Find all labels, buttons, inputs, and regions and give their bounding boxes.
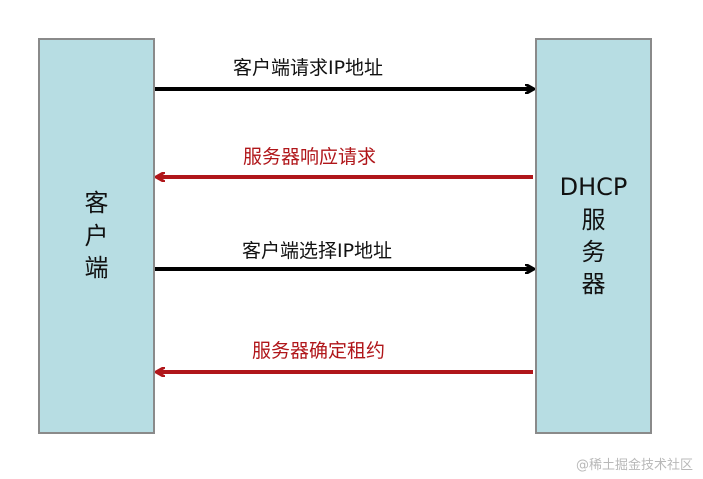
watermark: @稀土掘金技术社区 <box>575 458 693 473</box>
message-label-confirm-lease: 服务器确定租约 <box>252 340 386 362</box>
message-label-request-ip: 客户端请求IP地址 <box>233 57 384 79</box>
message-label-select-ip: 客户端选择IP地址 <box>242 240 393 262</box>
message-label-server-response: 服务器响应请求 <box>243 146 377 168</box>
server-label: DHCP 服 务 器 <box>559 173 628 299</box>
client-label: 客 户 端 <box>84 189 109 283</box>
dhcp-server-box: DHCP 服 务 器 <box>535 38 652 434</box>
client-box: 客 户 端 <box>38 38 155 434</box>
